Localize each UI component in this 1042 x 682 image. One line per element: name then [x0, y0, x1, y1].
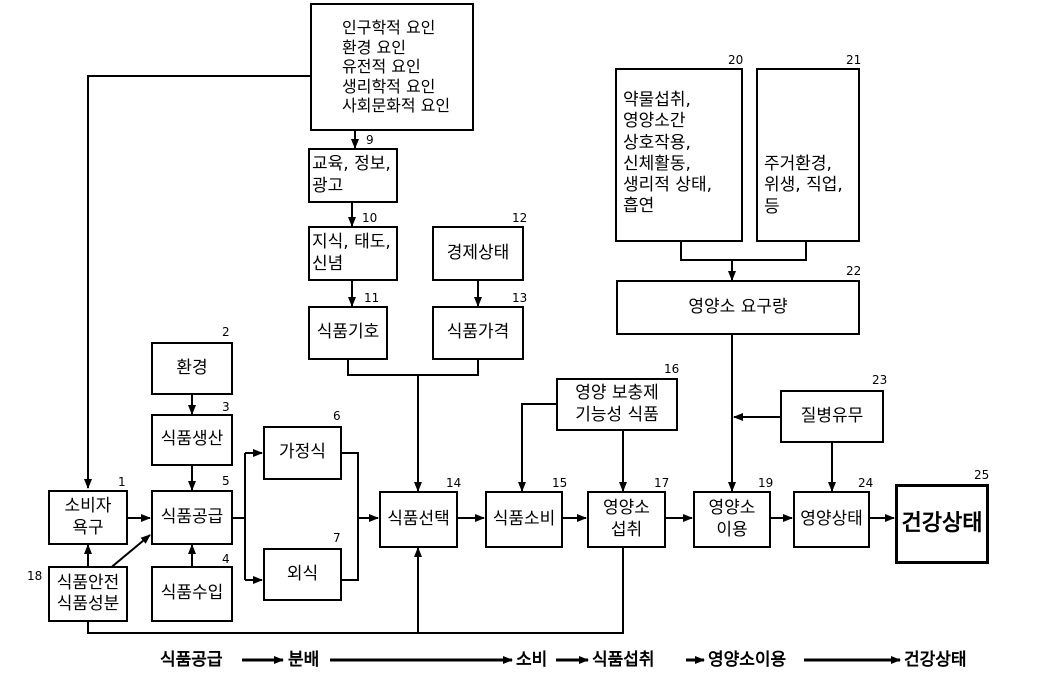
flow-label-health: 건강상태 [904, 650, 967, 670]
box-number: 13 [512, 291, 528, 305]
box-number: 1 [118, 475, 126, 489]
box-number: 9 [366, 133, 374, 147]
home-meal-box: 가정식 [263, 426, 342, 480]
box-number: 17 [654, 476, 670, 490]
box-number: 10 [362, 211, 378, 225]
factors-box: 인구학적 요인 환경 요인 유전적 요인 생리학적 요인 사회문화적 요인 [310, 3, 474, 131]
food-consumption-box: 식품소비 [485, 491, 563, 548]
health-status-box: 건강상태 [895, 484, 989, 564]
box-number: 15 [552, 476, 568, 490]
box-number: 6 [333, 409, 341, 423]
price-box: 식품가격 [432, 306, 524, 360]
box-number: 12 [512, 211, 528, 225]
food-selection-box: 식품선택 [379, 491, 458, 548]
knowledge-box: 지식, 태도, 신념 [308, 226, 398, 281]
disease-box: 질병유무 [780, 390, 884, 443]
box-number: 23 [872, 373, 888, 387]
eating-out-box: 외식 [263, 548, 342, 601]
nutrition-status-box: 영양상태 [793, 491, 870, 548]
box-number: 5 [222, 474, 230, 488]
housing-box: 주거환경, 위생, 직업, 등 [756, 68, 860, 242]
nutrient-intake-box: 영양소 섭취 [587, 491, 666, 548]
flow-label-supply: 식품공급 [160, 650, 223, 670]
production-box: 식품생산 [151, 414, 233, 466]
flow-label-intake: 식품섭취 [592, 650, 655, 670]
consumer-needs-box: 소비자 욕구 [48, 490, 128, 545]
preference-box: 식품기호 [308, 306, 388, 360]
drug-intake-box: 약물섭취, 영양소간 상호작용, 신체활동, 생리적 상태, 흡연 [615, 68, 743, 242]
flow-label-consumption: 소비 [516, 650, 548, 670]
import-box: 식품수입 [151, 566, 233, 622]
box-number: 3 [222, 400, 230, 414]
box-number: 4 [222, 552, 230, 566]
nutrient-utilization-box: 영양소 이용 [693, 491, 771, 548]
flow-label-utilization: 영양소이용 [708, 650, 787, 670]
box-number: 7 [333, 531, 341, 545]
line-preference-join [347, 360, 479, 376]
box-number: 16 [664, 362, 680, 376]
supplement-box: 영양 보충제 기능성 식품 [556, 378, 678, 431]
box-number: 2 [222, 325, 230, 339]
box-number: 11 [364, 291, 380, 305]
box-number: 14 [446, 476, 462, 490]
box-number: 18 [27, 569, 43, 583]
box-number: 20 [728, 53, 744, 67]
box-number: 22 [846, 264, 862, 278]
food-safety-box: 식품안전 식품성분 [48, 566, 128, 622]
supply-box: 식품공급 [151, 490, 233, 545]
environment-box: 환경 [151, 342, 233, 395]
box-number: 21 [846, 53, 862, 67]
arrow-factors-to-consumer-needs [84, 75, 310, 489]
education-box: 교육, 정보, 광고 [308, 148, 398, 203]
box-number: 25 [974, 468, 990, 482]
flow-label-distribution: 분배 [288, 650, 320, 670]
box-number: 24 [858, 476, 874, 490]
box-number: 19 [758, 476, 774, 490]
arrow-safety-to-supply [107, 534, 151, 571]
arrow-supplement-to-consumption [518, 403, 556, 492]
nutrient-requirements-box: 영양소 요구량 [616, 280, 860, 335]
economy-box: 경제상태 [432, 226, 524, 281]
